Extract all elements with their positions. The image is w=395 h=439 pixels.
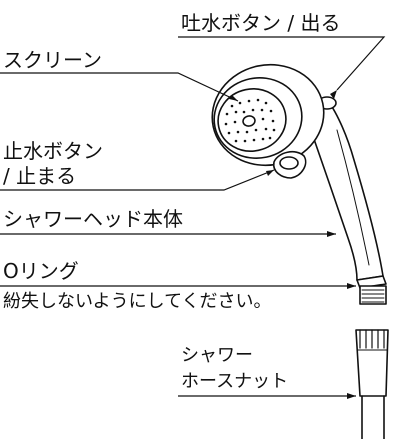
leader-screen xyxy=(0,72,239,102)
label-screen: スクリーン xyxy=(3,48,102,72)
hose xyxy=(361,395,385,439)
label-hose-nut-line1: シャワー xyxy=(181,345,253,366)
o-ring-shape xyxy=(356,275,387,289)
stop-button-shape xyxy=(272,150,307,179)
hose-nut-shape xyxy=(355,329,389,397)
threaded-end xyxy=(359,285,387,305)
leader-spout xyxy=(178,36,386,91)
screen-holes xyxy=(224,98,276,143)
label-spout-button: 吐水ボタン / 出る xyxy=(181,11,341,35)
label-o-ring-note: 紛失しないようにしてください。 xyxy=(3,291,272,312)
label-hose-nut-line2: ホースナット xyxy=(181,371,289,392)
label-stop-button-line2: / 止まる xyxy=(3,164,77,188)
screen-face xyxy=(217,88,287,152)
label-shower-head-body: シャワーヘッド本体 xyxy=(3,207,183,231)
leader-stop xyxy=(0,169,275,191)
label-o-ring: Oリング xyxy=(3,259,79,283)
label-stop-button-line1: 止水ボタン xyxy=(3,139,103,163)
